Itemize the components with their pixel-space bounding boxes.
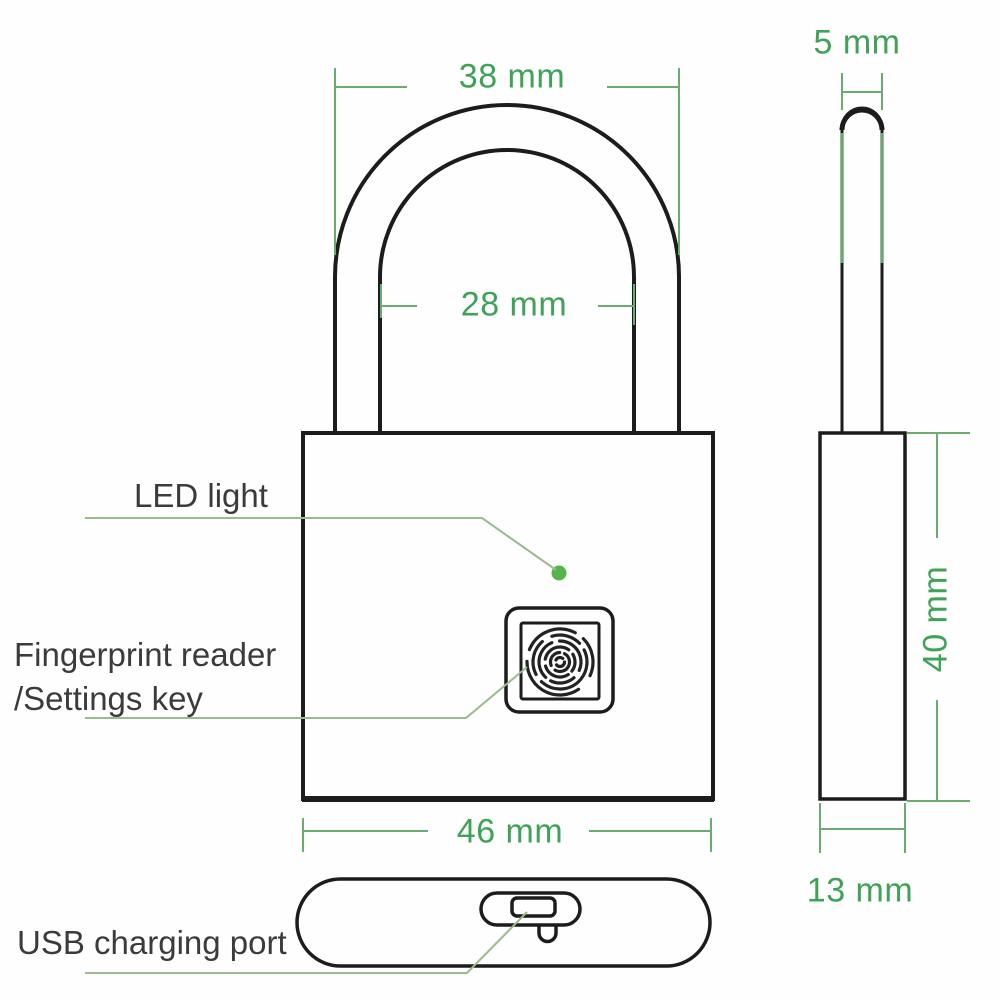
dimension-body-height: 40 mm <box>916 565 955 673</box>
lock-body-bottom <box>295 877 712 968</box>
dimension-shackle-outer-width: 38 mm <box>458 57 566 96</box>
fingerprint-reader <box>504 606 615 714</box>
led-leader-line <box>85 517 557 571</box>
dimension-28mm-lines <box>380 284 635 325</box>
dimension-13mm-lines <box>819 803 906 853</box>
padlock-side-view <box>818 106 907 801</box>
usb-leader-line <box>85 911 528 974</box>
fingerprint-reader-label-line2: /Settings key <box>14 680 203 717</box>
dimension-40mm-lines <box>907 432 970 802</box>
shackle-outline <box>333 103 681 434</box>
padlock-front-view <box>301 103 715 802</box>
fingerprint-icon <box>525 627 595 697</box>
dimension-body-thickness: 13 mm <box>806 871 914 910</box>
dimension-shackle-inner-width: 28 mm <box>460 285 568 324</box>
usb-charging-port-label: USB charging port <box>17 924 287 961</box>
fingerprint-leader-line <box>85 666 528 719</box>
lock-body-side <box>818 431 907 801</box>
fingerprint-reader-label-line1: Fingerprint reader <box>14 636 277 673</box>
fingerprint-outer-frame <box>504 606 615 714</box>
dimension-body-width: 46 mm <box>456 812 564 851</box>
usb-port-outline <box>479 891 582 927</box>
shackle-inner-outline <box>378 148 636 434</box>
dimension-38mm-lines <box>334 68 680 255</box>
shackle-side-cap <box>839 107 885 131</box>
usb-port-connector <box>510 896 557 918</box>
shackle-side-outline <box>840 106 884 434</box>
fingerprint-reader-label: Fingerprint reader /Settings key <box>14 633 276 721</box>
usb-port-tab <box>537 925 558 944</box>
dimension-5mm-lines <box>841 73 883 110</box>
padlock-bottom-view <box>295 877 712 968</box>
led-light-label: LED light <box>134 477 268 514</box>
dimension-46mm-lines <box>302 818 712 852</box>
fingerprint-inner-frame <box>519 621 601 701</box>
dimension-shackle-thickness: 5 mm <box>813 23 901 62</box>
